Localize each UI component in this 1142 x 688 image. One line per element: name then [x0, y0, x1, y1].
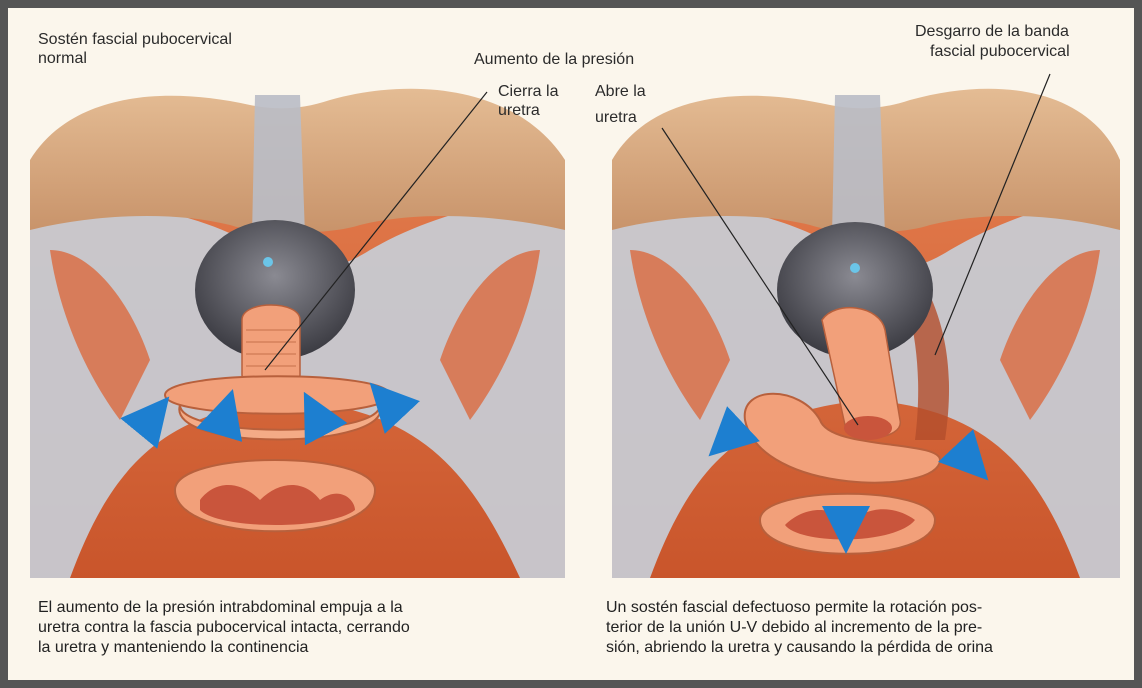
right-caption-line2: terior de la unión U-V debido al increme… — [606, 618, 982, 638]
opens-urethra-line2: uretra — [595, 108, 637, 127]
left-illustration — [30, 89, 565, 578]
left-title-line1: Sostén fascial pubocervical — [38, 30, 232, 49]
left-caption-line2: uretra contra la fascia pubocervical int… — [38, 618, 410, 638]
right-caption-line3: sión, abriendo la uretra y causando la p… — [606, 638, 993, 658]
opens-urethra-line1: Abre la — [595, 82, 646, 101]
left-caption-line3: la uretra y manteniendo la continencia — [38, 638, 308, 658]
closes-urethra-line1: Cierra la — [498, 82, 558, 101]
left-caption-line1: El aumento de la presión intrabdominal e… — [38, 598, 403, 618]
right-illustration — [612, 74, 1120, 578]
left-title-line2: normal — [38, 49, 87, 68]
tear-label-line1: Desgarro de la banda — [915, 22, 1069, 41]
pressure-label: Aumento de la presión — [474, 50, 634, 69]
panel-gap — [578, 20, 602, 580]
closes-urethra-line2: uretra — [498, 101, 540, 120]
tear-label-line2: fascial pubocervical — [930, 42, 1070, 61]
right-caption-line1: Un sostén fascial defectuoso permite la … — [606, 598, 982, 618]
